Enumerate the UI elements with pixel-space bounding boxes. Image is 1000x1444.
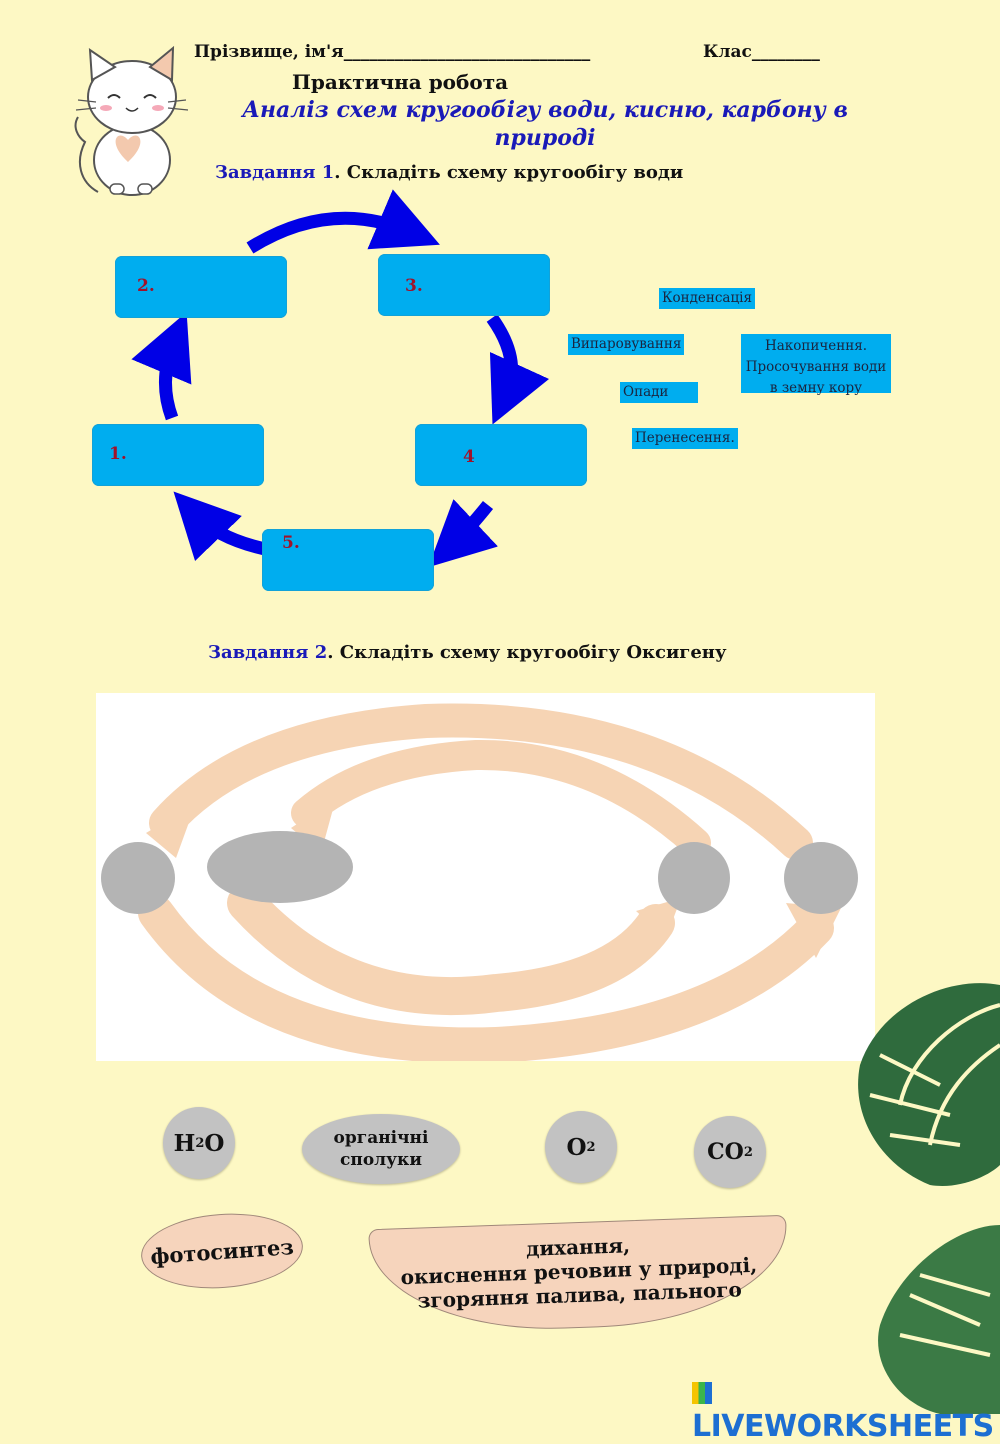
oxygen-cycle-panel: [96, 693, 875, 1061]
label-accumulation[interactable]: Накопичення. Просочування води в земну к…: [741, 334, 891, 393]
outer-top-arc: [166, 721, 796, 843]
oxygen-slot-2[interactable]: [207, 831, 353, 903]
arrow-5-to-1: [196, 515, 270, 550]
chip-organic[interactable]: органічні сполуки: [302, 1114, 460, 1184]
label-condensation[interactable]: Конденсація: [659, 288, 755, 309]
label-transfer[interactable]: Перенесення.: [632, 428, 738, 449]
water-box-2-number: 2.: [137, 276, 155, 296]
process-respiration[interactable]: дихання, окиснення речовин у природі, зг…: [368, 1215, 789, 1336]
water-box-3[interactable]: 3.: [378, 254, 550, 316]
liveworksheets-logo-text: LIVEWORKSHEETS: [692, 1409, 994, 1444]
water-box-1-number: 1.: [109, 444, 127, 464]
liveworksheets-logo: LIVEWORKSHEETS: [692, 1374, 1000, 1444]
liveworksheets-logo-icon: [692, 1382, 712, 1404]
process-photosynthesis-text: фотосинтез: [150, 1234, 295, 1269]
oxygen-slot-3[interactable]: [658, 842, 730, 914]
arrow-4-to-5: [452, 505, 488, 545]
chip-h2o-sub: 2: [195, 1136, 204, 1151]
inner-top-arc: [306, 755, 696, 843]
oxygen-slot-4[interactable]: [784, 842, 858, 914]
chip-o2-sub: 2: [587, 1140, 596, 1155]
chip-h2o-o: O: [204, 1130, 224, 1157]
process-photosynthesis[interactable]: фотосинтез: [139, 1208, 306, 1293]
inner-bottom-arc: [246, 903, 656, 996]
chip-h2o-h: H: [174, 1130, 196, 1157]
label-evaporation[interactable]: Випаровування: [568, 334, 684, 355]
task2-text: . Складіть схему кругообігу Оксигену: [327, 642, 726, 663]
water-box-4-number: 4: [463, 447, 475, 467]
arrow-2-to-3: [250, 218, 410, 248]
arrow-3-to-4: [492, 318, 512, 395]
task2-lead: Завдання 2: [208, 642, 327, 663]
water-box-5-number: 5.: [282, 533, 300, 553]
monstera-leaves-decoration: [840, 975, 1000, 1414]
water-box-1[interactable]: 1.: [92, 424, 264, 486]
chip-organic-text: органічні сполуки: [321, 1127, 441, 1171]
arrow-1-to-2: [165, 342, 174, 418]
chip-co2-co: CO: [707, 1139, 744, 1165]
water-box-2[interactable]: 2.: [115, 256, 287, 318]
water-box-3-number: 3.: [405, 276, 423, 296]
label-precipitation[interactable]: Опади: [620, 382, 698, 403]
water-box-5[interactable]: 5.: [262, 529, 434, 591]
chip-o2-o: O: [566, 1134, 586, 1161]
water-box-4[interactable]: 4: [415, 424, 587, 486]
task2-title: Завдання 2. Складіть схему кругообігу Ок…: [208, 642, 726, 663]
oxygen-slot-1[interactable]: [101, 842, 175, 914]
chip-co2-sub: 2: [744, 1145, 753, 1160]
